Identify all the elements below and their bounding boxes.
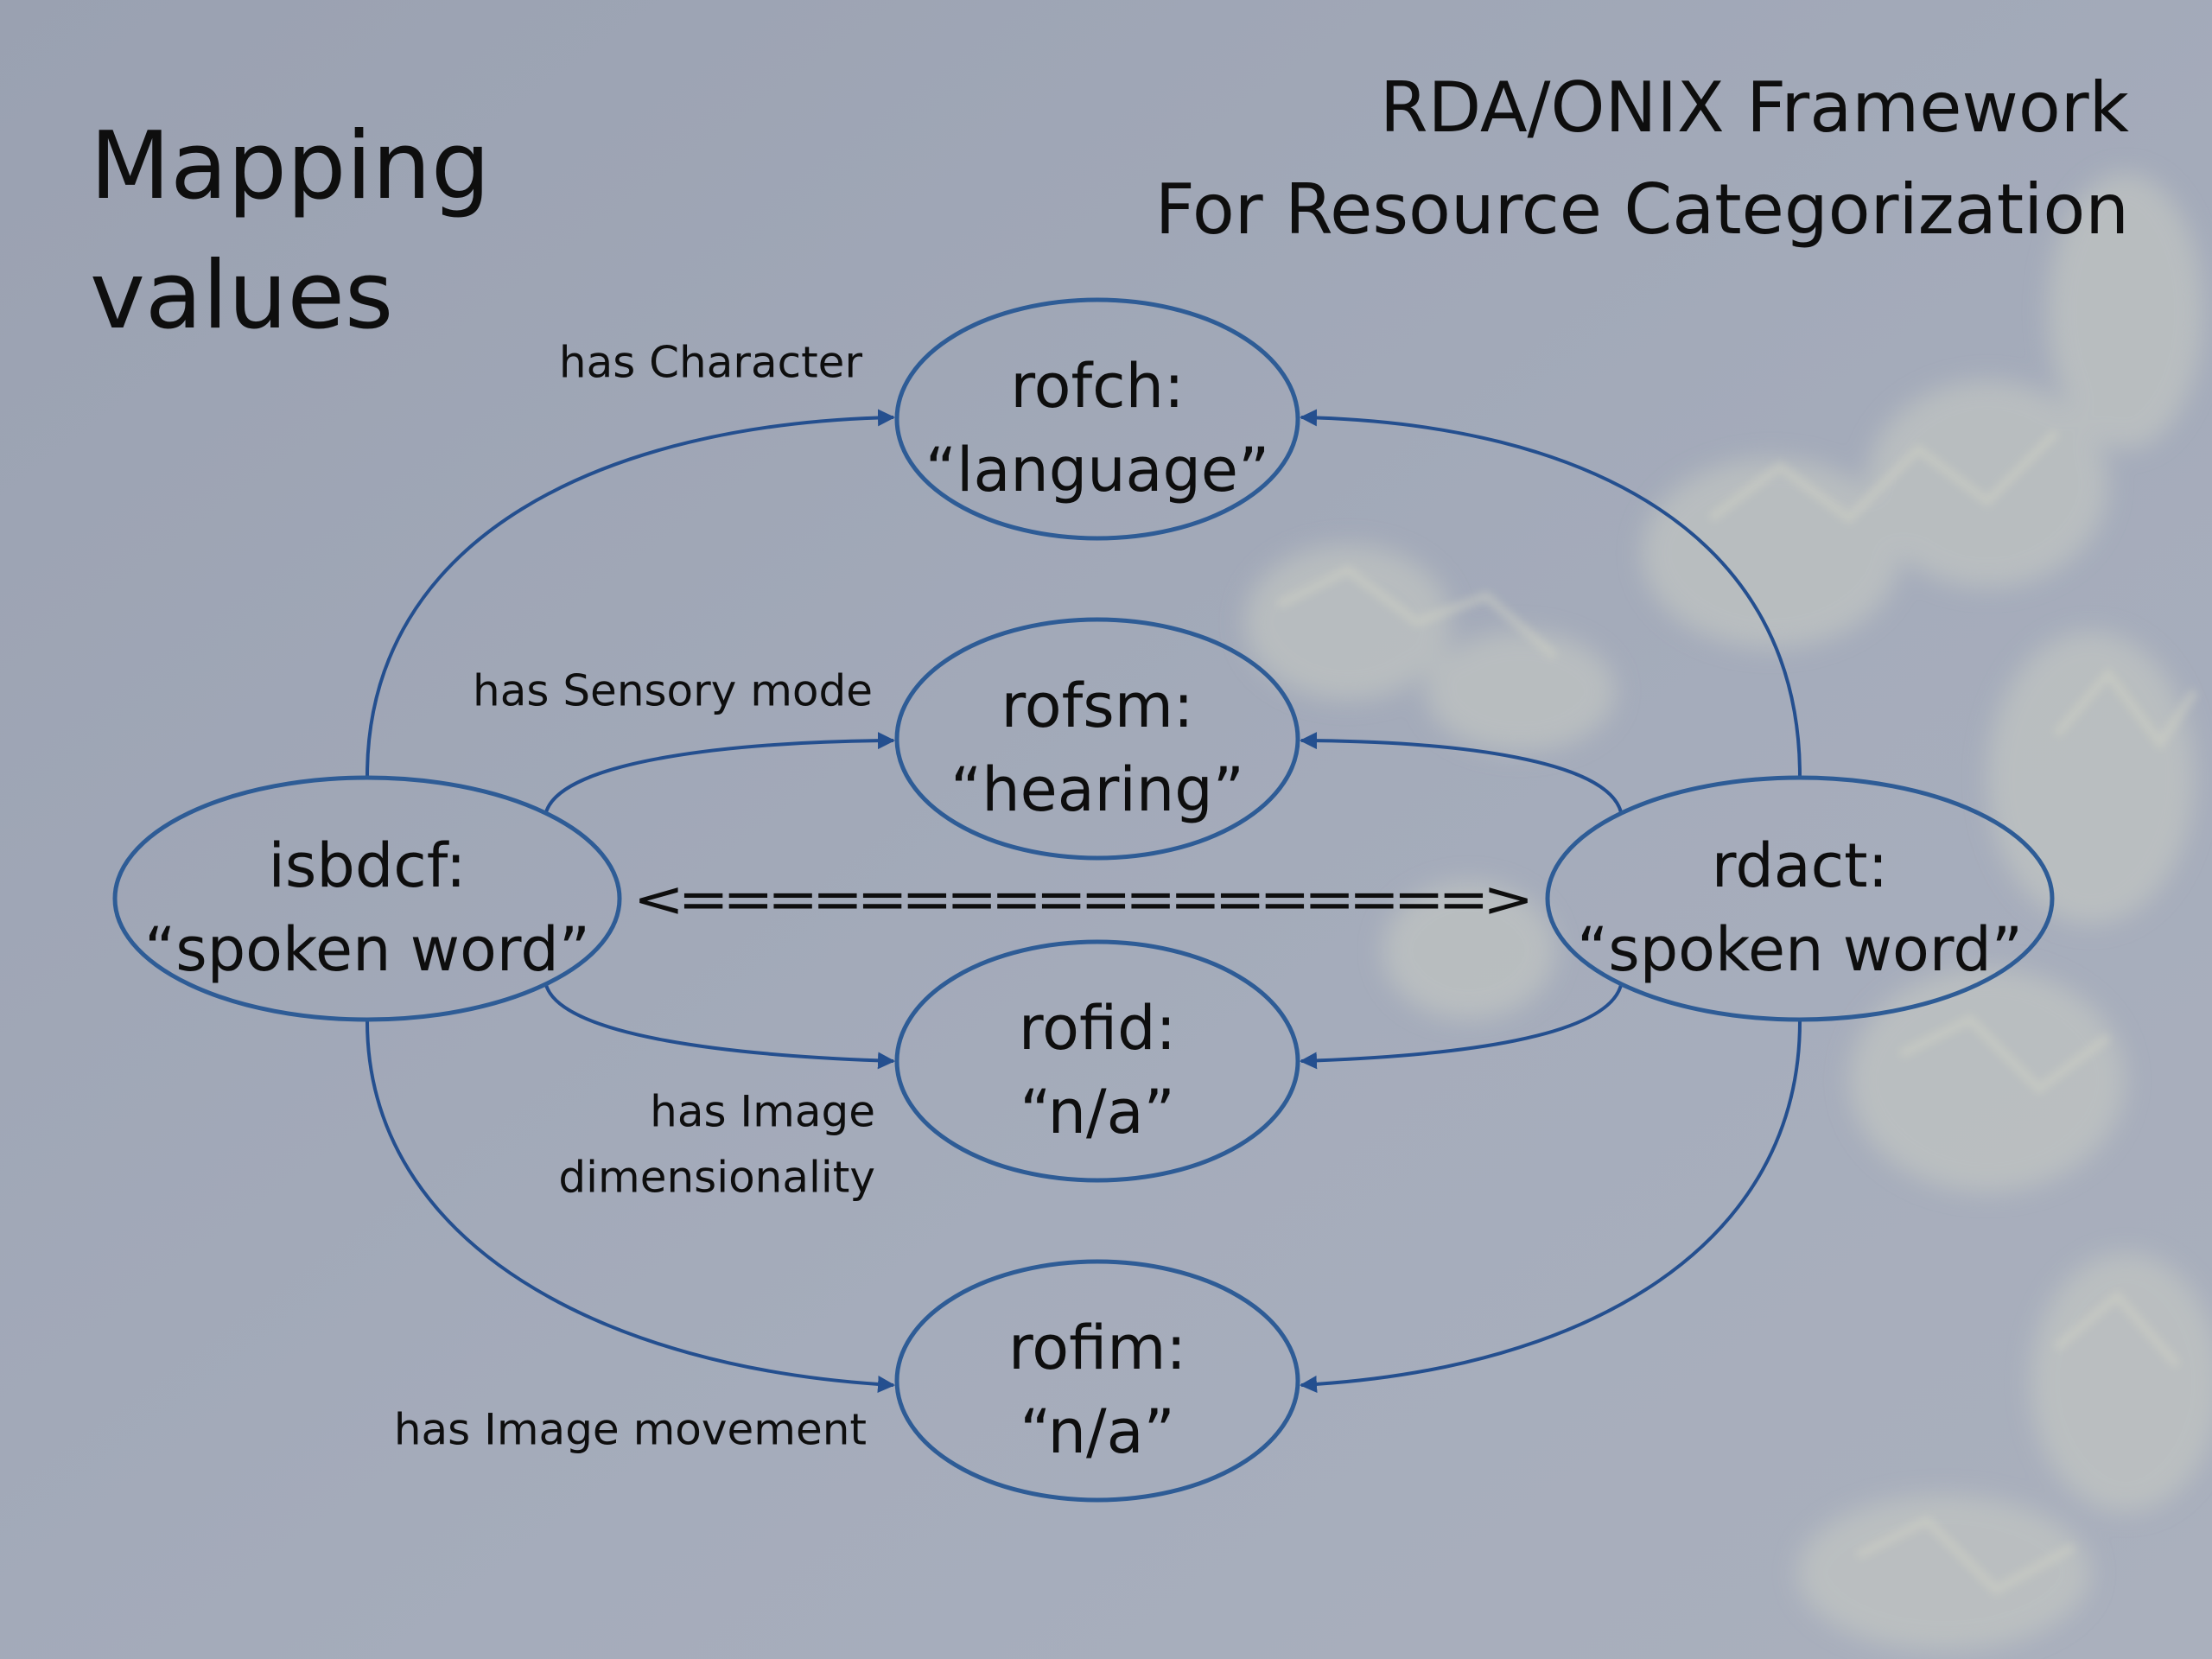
edge-label-movement: has Image movement [394,1405,867,1455]
slide-title-line-2: values [90,242,394,350]
edge-target-to-movement [1300,1020,1802,1394]
framework-title: RDA/ONIX Framework For Resource Categori… [1155,57,2129,261]
node-dimensionality: rofid: “n/a” [894,939,1300,1183]
node-character: rofch: “language” [894,297,1300,541]
edge-target-to-dimensionality [1300,984,1623,1070]
edge-label-dimensionality-line-2: dimensionality [558,1153,875,1203]
edge-source-to-dimensionality [544,984,895,1070]
node-character-label-2: “language” [925,435,1269,505]
edge-label-dimensionality-line-1: has Image [650,1087,875,1137]
framework-title-line-2: For Resource Categorization [1154,169,2129,250]
node-movement-label-2: “n/a” [1020,1396,1175,1467]
node-target-label-1: rdact: [1712,830,1888,901]
equivalence-arrow: <==================> [637,868,1531,931]
node-character-outline [894,297,1300,541]
node-source: isbdcf: “spoken word” [112,775,622,1022]
edge-label-character: has Character [559,338,863,388]
node-movement-label-1: rofim: [1008,1313,1186,1383]
node-sensory-label-2: “hearing” [950,754,1244,825]
node-sensory: rofsm: “hearing” [894,617,1300,861]
edges [365,409,1802,1394]
node-character-label-1: rofch: [1010,351,1184,422]
edge-label-sensory: has Sensory mode [473,666,873,716]
edge-source-to-sensory [544,732,895,813]
node-movement-outline [894,1259,1300,1503]
node-target-label-2: “spoken word” [1577,914,2023,985]
nodes: isbdcf:“spoken word”rdact:“spoken word”r… [112,297,2055,1503]
edge-source-to-movement [365,1020,895,1394]
node-target: rdact: “spoken word” [1545,775,2055,1022]
node-movement: rofim: “n/a” [894,1259,1300,1503]
framework-title-line-1: RDA/ONIX Framework [1380,67,2129,148]
node-dimensionality-label-2: “n/a” [1020,1077,1175,1147]
node-dimensionality-outline [894,939,1300,1183]
edge-labels: has Character has Sensory mode has Image di… [394,338,875,1455]
edge-source-to-character [365,409,895,777]
edge-target-to-character [1300,409,1802,777]
node-dimensionality-label-1: rofid: [1019,993,1176,1064]
node-source-outline [112,775,622,1022]
edge-target-to-sensory [1300,732,1623,813]
slide-title: Mapping values [90,102,490,361]
node-sensory-outline [894,617,1300,861]
node-sensory-label-1: rofsm: [1001,671,1194,741]
node-target-outline [1545,775,2055,1022]
node-source-label-1: isbdcf: [268,830,466,901]
node-source-label-2: “spoken word” [144,914,590,985]
slide-title-line-1: Mapping [90,112,491,220]
